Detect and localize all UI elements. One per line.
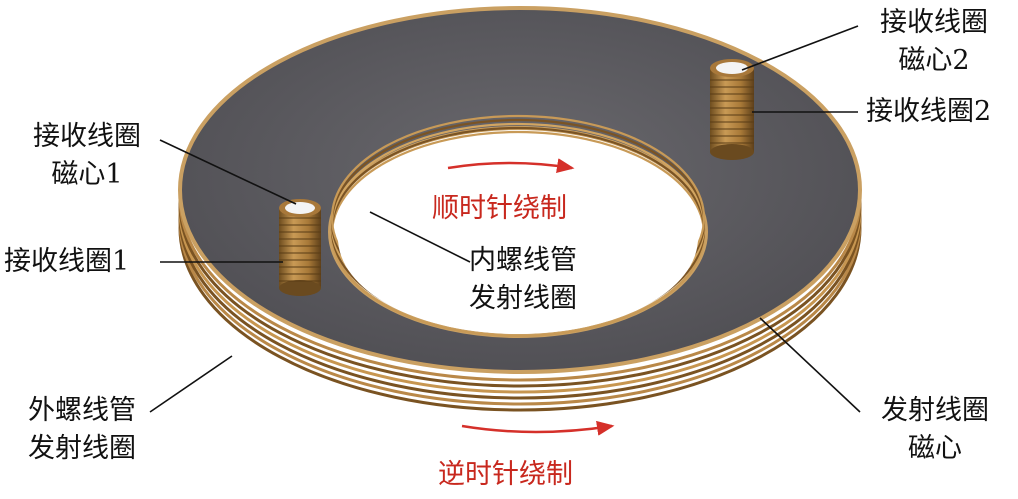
receiver-core-1-top — [285, 202, 315, 214]
leader-inner-coil — [369, 211, 471, 263]
label-rx-core-2-line-2: 磁心2 — [898, 45, 970, 76]
leader-tx-core — [759, 317, 861, 413]
label-rx-core-1-line-1: 接收线圈 — [33, 121, 141, 152]
leader-lines — [149, 25, 861, 413]
label-outer-coil-line-1: 外螺线管 — [28, 395, 136, 426]
label-rx-core-1: 接收线圈 磁心1 — [14, 118, 160, 194]
label-rx-coil-2: 接收线圈2 — [866, 96, 992, 127]
leader-outer-coil — [149, 355, 233, 413]
receiver-coil-2-post — [710, 59, 754, 160]
leader-rx-core-2 — [741, 25, 859, 71]
leader-rx-core-1 — [159, 139, 297, 205]
label-rx-core-1-line-2: 磁心1 — [51, 159, 123, 190]
label-outer-coil-line-2: 发射线圈 — [28, 433, 136, 464]
label-inner-coil-line-1: 内螺线管 — [469, 245, 577, 276]
receiver-coil-1-post — [279, 199, 321, 296]
label-counterclockwise: 逆时针绕制 — [438, 459, 573, 490]
counterclockwise-arrow — [461, 420, 615, 436]
inner-opening — [338, 142, 698, 334]
label-tx-core-line-1: 发射线圈 — [881, 395, 989, 426]
label-outer-coil: 外螺线管 发射线圈 — [14, 392, 150, 468]
label-rx-core-2-line-1: 接收线圈 — [880, 7, 988, 38]
label-rx-core-2: 接收线圈 磁心2 — [864, 4, 1004, 80]
label-inner-coil-line-2: 发射线圈 — [469, 283, 577, 314]
receiver-core-2-top — [716, 62, 748, 74]
label-inner-coil: 内螺线管 发射线圈 — [448, 242, 598, 318]
label-tx-core-line-2: 磁心 — [908, 433, 962, 464]
label-clockwise: 顺时针绕制 — [432, 193, 567, 224]
label-tx-core: 发射线圈 磁心 — [866, 392, 1004, 468]
label-rx-coil-1: 接收线圈1 — [4, 246, 130, 277]
clockwise-arrow — [447, 158, 575, 174]
